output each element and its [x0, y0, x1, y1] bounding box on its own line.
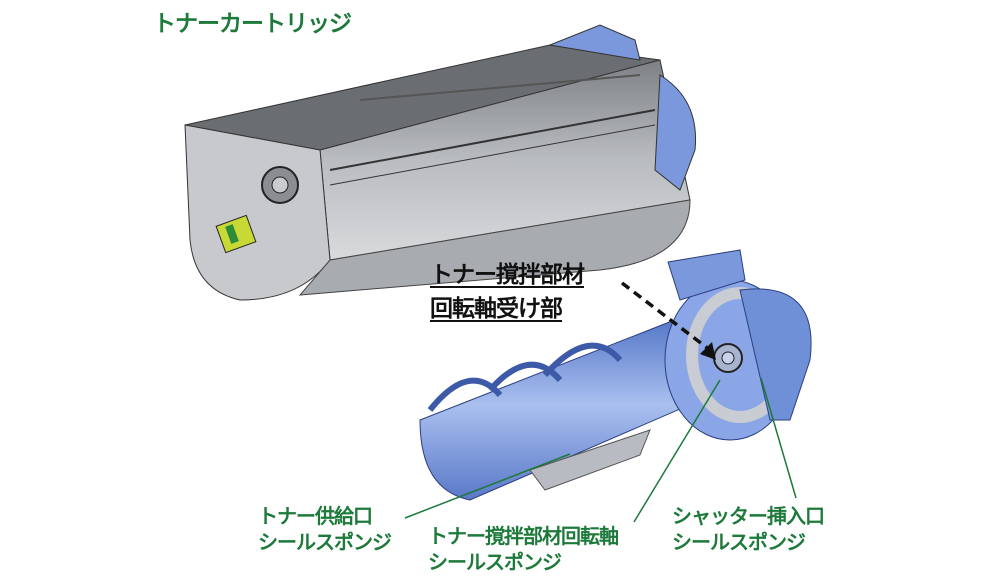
callout-line2: 回転軸受け部	[430, 296, 563, 322]
label-line1: トナー撹拌部材回転軸	[428, 524, 619, 548]
leader-line-shaft	[633, 379, 721, 523]
bearing-callout: トナー撹拌部材 回転軸受け部	[430, 258, 585, 326]
toner-agitator	[419, 249, 812, 501]
leader-line-shutter	[760, 377, 797, 499]
diagram-title: トナーカートリッジ	[153, 11, 352, 37]
label-line2: シールスポンジ	[258, 530, 392, 554]
label-line2: シールスポンジ	[428, 550, 562, 574]
label-line1: シャッター挿入口	[672, 504, 825, 528]
callout-arrow	[620, 281, 712, 352]
label-line1: トナー供給口	[258, 504, 373, 528]
label-line2: シールスポンジ	[672, 530, 806, 554]
toner-cartridge	[184, 24, 697, 301]
leader-line-supply	[404, 453, 571, 519]
label-shutter-sponge: シャッター挿入口 シールスポンジ	[672, 503, 825, 555]
label-shaft-sponge: トナー撹拌部材回転軸 シールスポンジ	[428, 523, 619, 575]
callout-line1: トナー撹拌部材	[430, 262, 585, 288]
label-supply-sponge: トナー供給口 シールスポンジ	[258, 503, 392, 555]
arrowhead-icon	[700, 342, 716, 360]
